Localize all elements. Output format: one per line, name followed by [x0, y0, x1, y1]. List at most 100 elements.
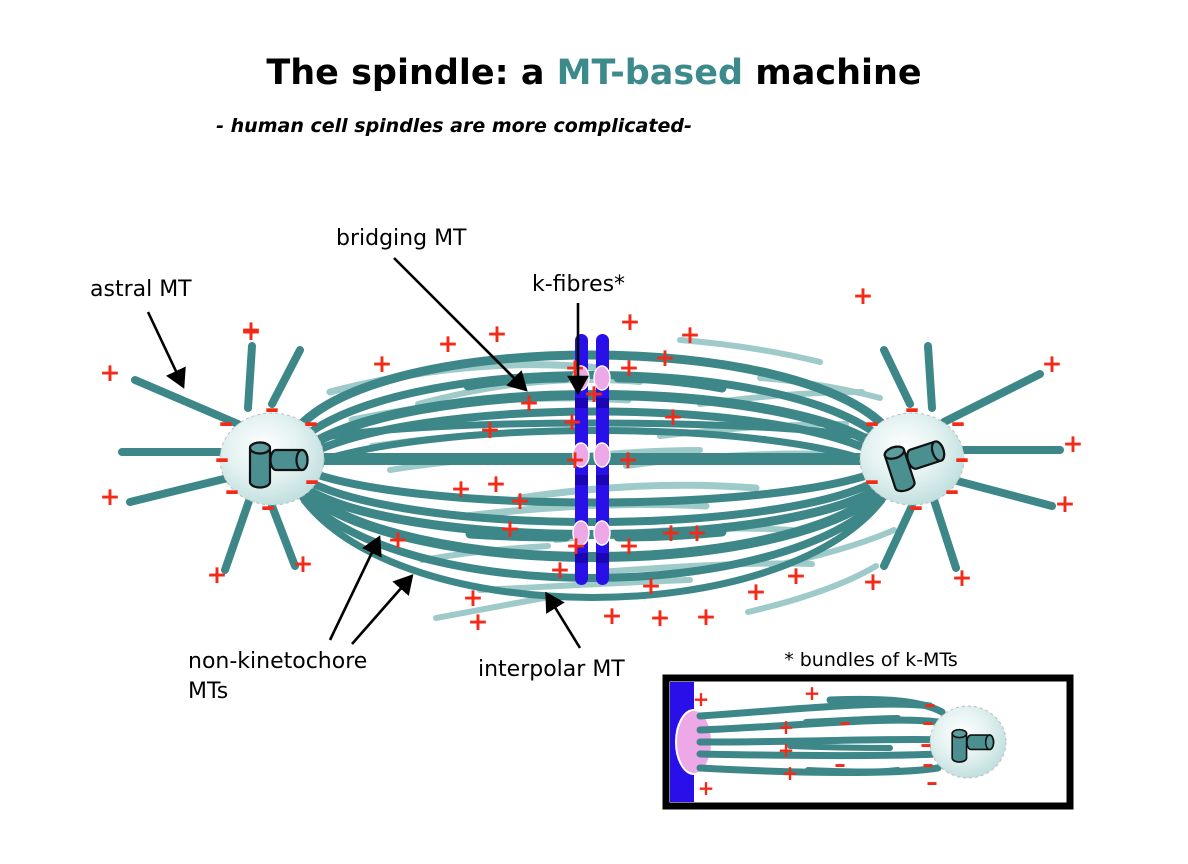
svg-text:+: +	[565, 445, 586, 474]
svg-text:–: –	[865, 463, 880, 497]
svg-text:–: –	[305, 463, 320, 497]
svg-text:+: +	[519, 388, 540, 417]
svg-text:–: –	[219, 405, 234, 439]
svg-text:+: +	[618, 445, 639, 474]
svg-text:+: +	[241, 317, 262, 346]
svg-text:+: +	[468, 607, 489, 636]
svg-text:+: +	[241, 315, 262, 344]
svg-text:+: +	[438, 329, 459, 358]
svg-text:–: –	[304, 405, 319, 439]
callouts: astral MT bridging MT k-fibres* non-kine…	[90, 226, 625, 704]
svg-text:+: +	[698, 776, 715, 800]
leader-interpolar	[545, 591, 582, 649]
svg-text:+: +	[500, 514, 521, 543]
inset-caption: * bundles of k-MTs	[784, 649, 958, 671]
svg-text:–: –	[945, 473, 960, 507]
label-non-kinetochore-line2: MTs	[188, 679, 228, 704]
svg-text:+: +	[696, 602, 717, 631]
svg-text:+: +	[566, 531, 587, 560]
inset-plus-markers: ++ ++ ++	[693, 681, 821, 800]
svg-text:+: +	[661, 518, 682, 547]
svg-text:+: +	[510, 486, 531, 515]
svg-text:+: +	[680, 320, 701, 349]
svg-text:–: –	[865, 405, 880, 439]
svg-text:+: +	[641, 571, 662, 600]
svg-text:+: +	[778, 738, 795, 762]
svg-text:–: –	[905, 391, 920, 425]
spindle-body: ++ ++ ++ ++ ++ ++ + ++ ++ ++ ++ ++ ++ ++…	[100, 281, 1084, 636]
svg-text:+: +	[207, 560, 228, 589]
leader-astral	[146, 311, 186, 389]
svg-text:+: +	[863, 567, 884, 596]
svg-text:+: +	[804, 681, 821, 705]
svg-text:+: +	[620, 307, 641, 336]
centrosome-left	[219, 412, 325, 506]
svg-text:–: –	[225, 473, 240, 507]
svg-text:–: –	[920, 732, 932, 758]
svg-text:+: +	[486, 469, 507, 498]
svg-text:+: +	[1063, 429, 1084, 458]
minus-end-markers: –– –– –– – –– –– –– –	[215, 391, 970, 523]
page-subtitle: - human cell spindles are more complicat…	[216, 115, 692, 137]
svg-text:–: –	[265, 391, 280, 425]
svg-text:+: +	[1042, 349, 1063, 378]
title-part1: The spindle: a	[266, 53, 556, 93]
svg-text:+: +	[778, 715, 795, 739]
svg-text:+: +	[1055, 489, 1076, 518]
svg-text:+: +	[693, 687, 710, 711]
svg-text:+: +	[372, 349, 393, 378]
inset-short-mts	[787, 715, 901, 775]
inset-minus-markers: –– –– –– –	[834, 692, 938, 796]
svg-text:+: +	[100, 358, 121, 387]
title-part2: machine	[743, 53, 922, 93]
svg-text:–: –	[922, 710, 934, 736]
svg-text:+: +	[663, 402, 684, 431]
label-k-fibres: k-fibres*	[532, 272, 625, 297]
label-interpolar-mt: interpolar MT	[478, 657, 625, 682]
astral-mts	[118, 342, 1064, 574]
label-astral-mt: astral MT	[90, 277, 192, 302]
inset-panel: ++ ++ ++ –– –– –– –	[662, 674, 1074, 810]
svg-text:+: +	[655, 343, 676, 372]
centrosome-right	[859, 412, 965, 506]
svg-text:–: –	[215, 441, 230, 475]
page-title: The spindle: a MT-based machine	[266, 53, 921, 93]
svg-text:–: –	[955, 441, 970, 475]
plus-end-markers: ++ ++ ++ ++ ++ ++ + ++ ++ ++ ++ ++ ++ ++…	[100, 281, 1084, 636]
title-accent: MT-based	[557, 53, 743, 93]
svg-text:–: –	[909, 489, 924, 523]
svg-text:+: +	[451, 474, 472, 503]
svg-text:–: –	[924, 692, 936, 718]
interpolar-mts	[282, 350, 902, 601]
leader-nonkinetochore-b	[351, 574, 414, 645]
svg-text:+: +	[746, 577, 767, 606]
label-non-kinetochore-line1: non-kinetochore	[188, 649, 367, 674]
svg-text:+: +	[293, 549, 314, 578]
svg-text:–: –	[261, 489, 276, 523]
svg-text:+: +	[782, 761, 799, 785]
label-bridging-mt: bridging MT	[336, 226, 467, 251]
svg-text:+: +	[487, 319, 508, 348]
svg-text:+: +	[952, 563, 973, 592]
svg-text:+: +	[687, 518, 708, 547]
svg-text:+: +	[584, 379, 605, 408]
svg-text:–: –	[922, 752, 934, 778]
svg-text:+: +	[853, 281, 874, 310]
svg-text:+: +	[602, 601, 623, 630]
svg-text:+: +	[650, 603, 671, 632]
svg-text:+: +	[619, 353, 640, 382]
svg-text:+: +	[388, 525, 409, 554]
svg-text:+: +	[619, 531, 640, 560]
svg-text:+: +	[550, 555, 571, 584]
leader-bridging	[393, 257, 528, 392]
svg-text:–: –	[834, 752, 846, 778]
svg-text:–: –	[926, 770, 938, 796]
svg-text:–: –	[951, 405, 966, 439]
svg-text:+: +	[463, 583, 484, 612]
svg-text:+: +	[100, 482, 121, 511]
svg-text:+: +	[562, 407, 583, 436]
inset-kmt-fibers	[696, 695, 948, 776]
svg-text:+: +	[565, 353, 586, 382]
